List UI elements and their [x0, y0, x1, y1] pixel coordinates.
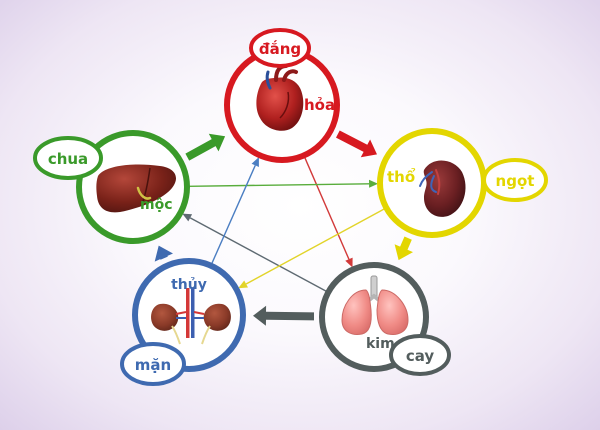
- liver-icon: [96, 164, 176, 213]
- controlling-arrowhead-thuy-hoa: [251, 157, 259, 167]
- lungs-icon: [341, 275, 409, 335]
- taste-label-chua: chua: [48, 150, 88, 168]
- controlling-arrowhead-moc-tho: [369, 179, 378, 188]
- node-layer: hỏa đắng thổ ngọt: [33, 28, 548, 386]
- element-node-hoa: hỏa đắng: [224, 28, 340, 163]
- controlling-line-hoa-kim: [304, 157, 350, 260]
- element-node-kim: kim cay: [319, 262, 451, 376]
- controlling-arrowhead-hoa-kim: [345, 257, 353, 268]
- taste-bubble-ngot: ngọt: [482, 158, 548, 202]
- element-label-moc: mộc: [140, 197, 173, 213]
- element-node-thuy: thủy mặn: [120, 258, 246, 386]
- controlling-arrowhead-kim-moc: [182, 213, 193, 222]
- element-node-moc: mộc chua: [33, 130, 190, 244]
- kidneys-icon: [151, 288, 231, 345]
- spleen-icon: [419, 160, 466, 217]
- element-label-thuy: thủy: [171, 277, 207, 293]
- controlling-arrowhead-tho-thuy: [238, 280, 248, 289]
- element-node-tho: thổ ngọt: [377, 128, 548, 238]
- generating-arrow-kim: [253, 305, 314, 326]
- controlling-line-moc-tho: [188, 183, 370, 187]
- generating-arrow-moc: [185, 133, 226, 161]
- element-label-tho: thổ: [387, 167, 416, 186]
- taste-label-man: mặn: [135, 356, 171, 374]
- taste-label-dang: đắng: [259, 39, 301, 58]
- generating-arrow-tho: [394, 236, 413, 261]
- taste-label-cay: cay: [406, 347, 435, 365]
- taste-bubble-dang: đắng: [249, 28, 311, 68]
- controlling-line-kim-moc: [189, 217, 327, 293]
- controlling-line-tho-thuy: [245, 208, 385, 285]
- element-label-kim: kim: [366, 336, 395, 352]
- heart-icon: [256, 64, 304, 131]
- taste-bubble-man: mặn: [120, 342, 186, 386]
- taste-label-ngot: ngọt: [496, 172, 535, 190]
- controlling-line-thuy-hoa: [211, 165, 256, 265]
- generating-arrow-thuy: [154, 245, 173, 262]
- taste-bubble-cay: cay: [389, 334, 451, 376]
- generating-arrow-hoa: [336, 130, 377, 158]
- connector-layer: [154, 130, 413, 326]
- taste-bubble-chua: chua: [33, 136, 103, 180]
- element-label-hoa: hỏa: [304, 96, 335, 114]
